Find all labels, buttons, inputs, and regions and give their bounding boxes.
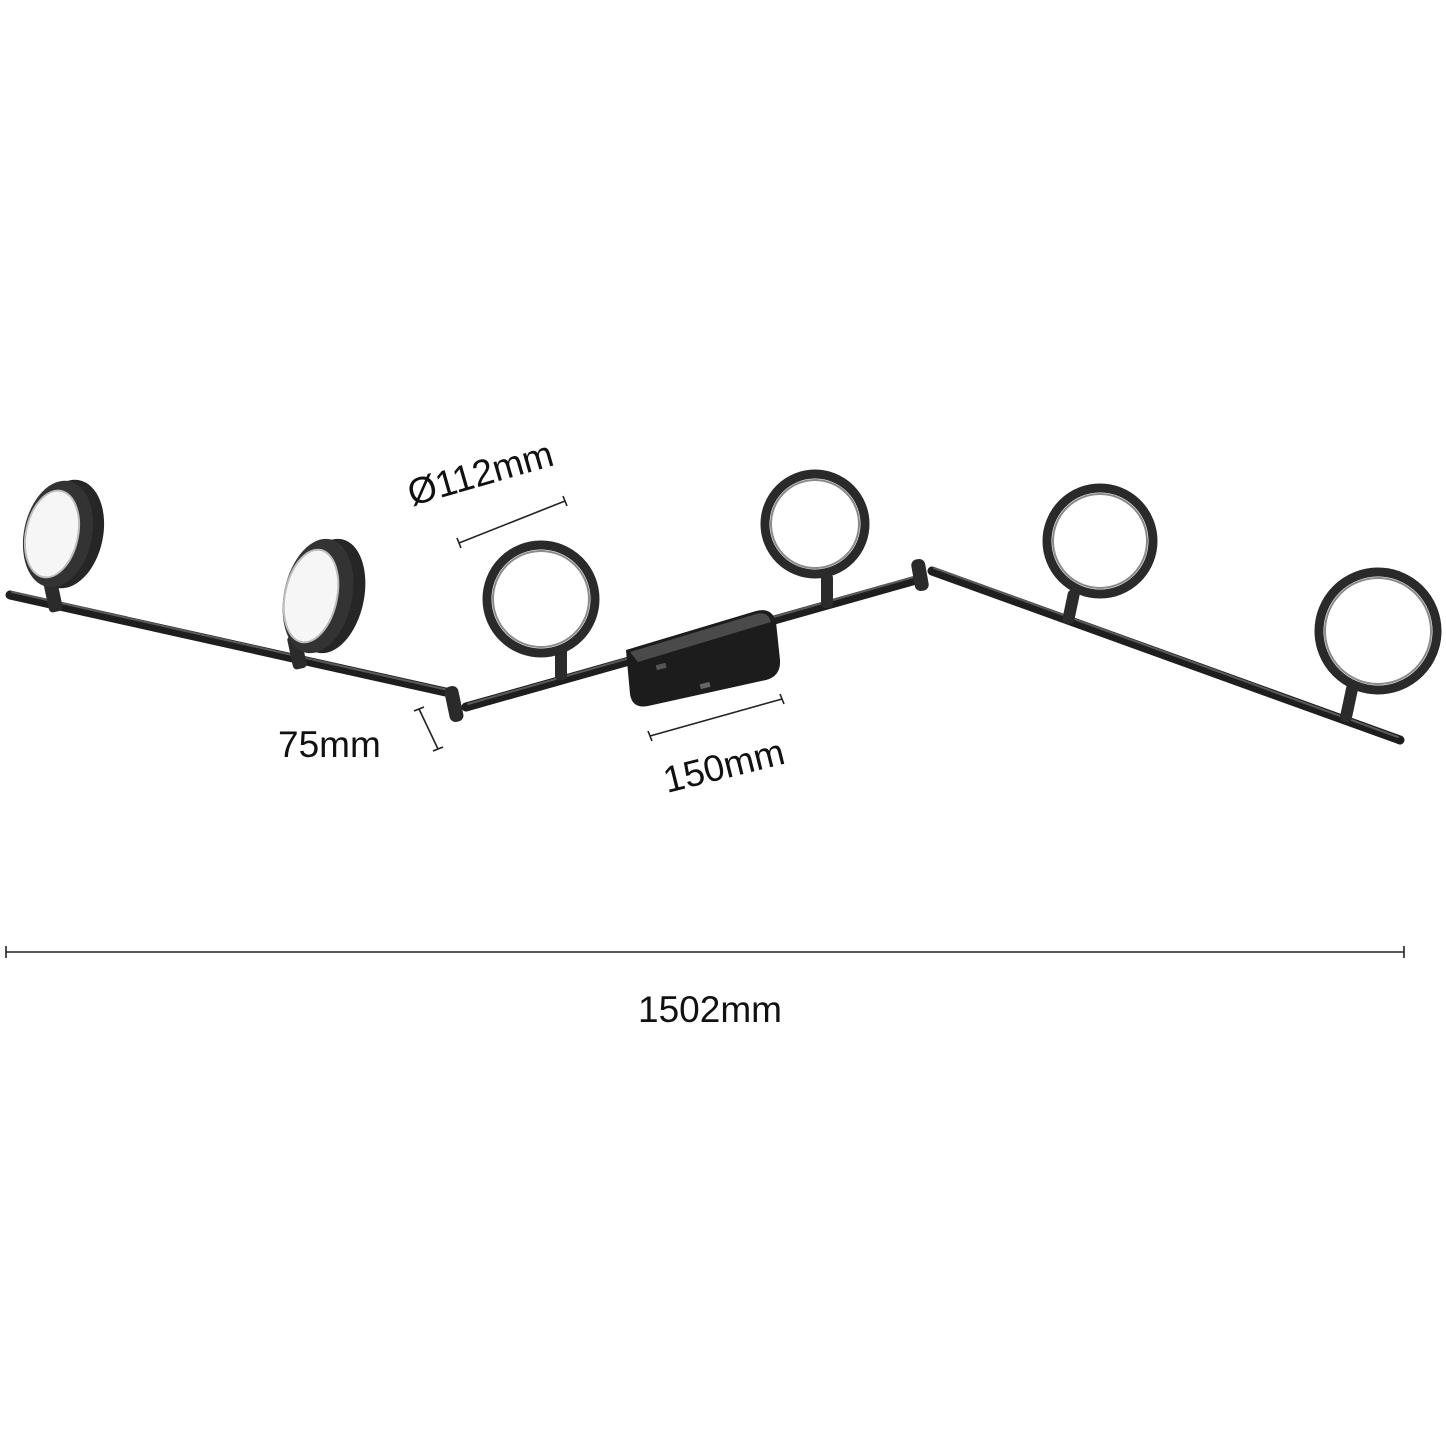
depth-label: 75mm (278, 724, 381, 765)
left-rail (5, 590, 455, 698)
total-length-dimension: 1502mm (5, 946, 1405, 1030)
diameter-dimension: Ø112mm (403, 433, 568, 549)
spot-5 (1042, 483, 1158, 625)
diameter-label: Ø112mm (403, 433, 558, 514)
left-joint (444, 686, 464, 722)
ceiling-base (626, 610, 781, 707)
spot-4 (760, 469, 870, 608)
right-rail (927, 566, 1405, 745)
total-length-label: 1502mm (638, 989, 782, 1030)
spot-3 (482, 540, 600, 680)
spot-1 (22, 479, 105, 613)
spot-2 (282, 538, 366, 670)
spot-6 (1314, 567, 1442, 723)
base-label: 150mm (659, 731, 789, 801)
base-dimension: 150mm (647, 693, 789, 801)
right-joint (911, 558, 929, 592)
depth-dimension: 75mm (278, 706, 444, 765)
